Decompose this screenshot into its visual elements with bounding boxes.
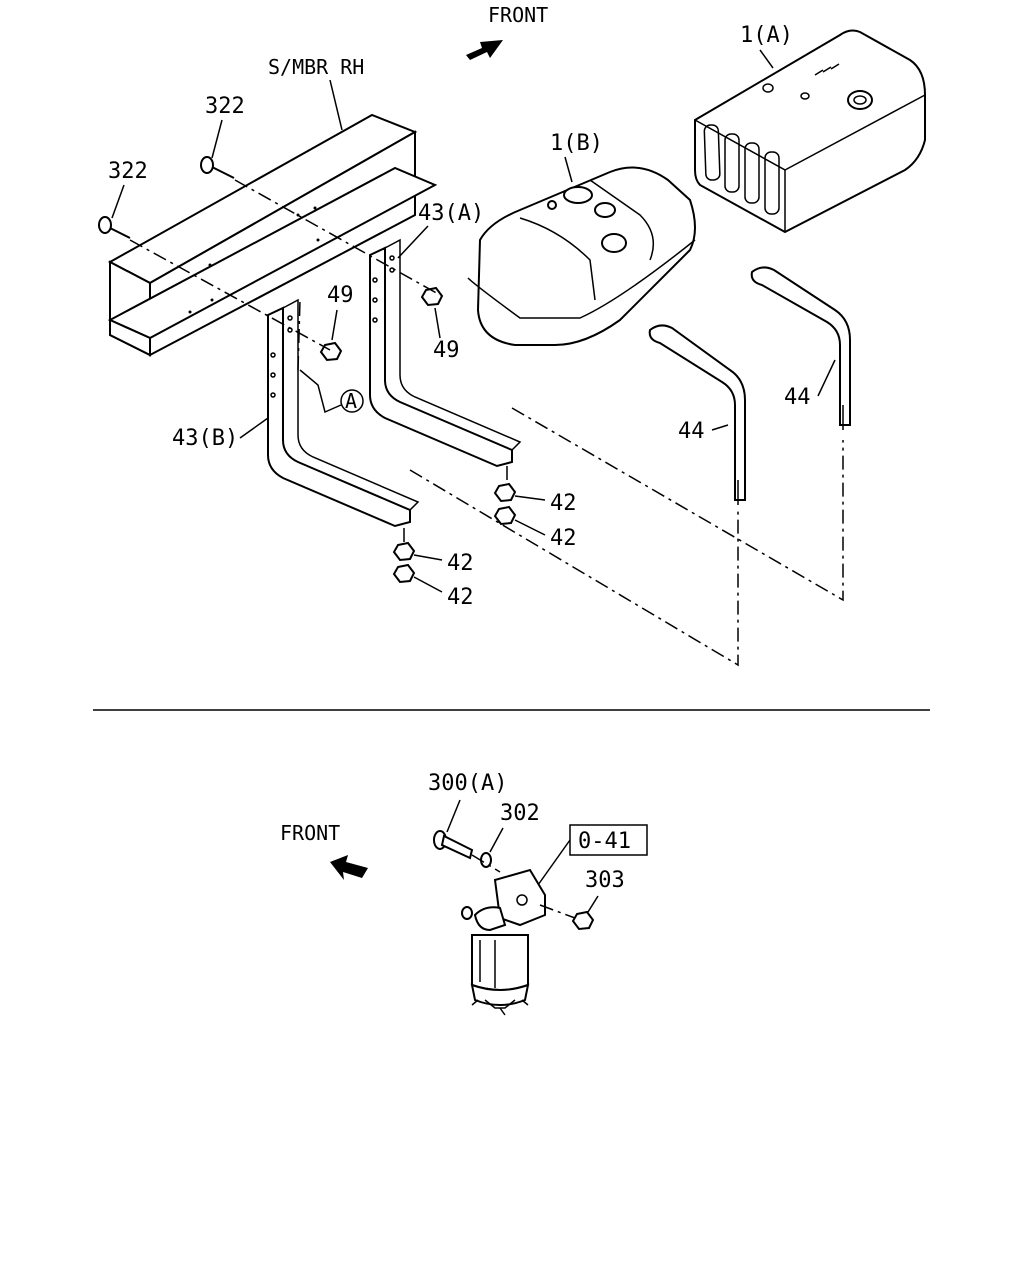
- fuel-tank-1b: 1(B): [467, 131, 696, 346]
- callout-43b: 43(B): [172, 426, 238, 451]
- strap-44-left: 44: [648, 324, 746, 505]
- callout-300a: 300(A): [428, 771, 507, 796]
- bracket-43a: 43(A): [369, 201, 522, 468]
- callout-1a: 1(A): [740, 23, 793, 48]
- callout-49-upper: 49: [433, 338, 460, 363]
- front-arrow-top: FRONT: [466, 3, 548, 60]
- callout-44-right: 44: [784, 385, 811, 410]
- callout-42-2: 42: [550, 526, 577, 551]
- callout-322-lower: 322: [108, 159, 148, 184]
- reference-box-0-41: 0-41: [537, 824, 648, 886]
- callout-43a: 43(A): [418, 201, 484, 226]
- fuel-tank-1a: 1(A): [694, 23, 926, 234]
- frame-side-member: S/MBR RH: [107, 55, 438, 357]
- bolt-322-upper: 322: [200, 94, 245, 179]
- callout-49-lower: 49: [327, 283, 354, 308]
- nut-303: 303: [571, 868, 625, 931]
- bolt-322-lower: 322: [98, 159, 148, 239]
- callout-302: 302: [500, 801, 540, 826]
- strap-44-right: 44: [750, 266, 851, 430]
- fuel-filter-assembly: [461, 868, 546, 1016]
- nut-42-set: 42 42 42 42: [392, 482, 577, 610]
- front-label-top: FRONT: [488, 3, 548, 27]
- callout-1b: 1(B): [550, 131, 603, 156]
- ref-box-label: 0-41: [578, 829, 631, 854]
- callout-44-left: 44: [678, 419, 705, 444]
- bracket-43b: 43(B): [172, 298, 420, 528]
- bolt-300a: 300(A): [428, 771, 507, 860]
- callout-42-4: 42: [447, 585, 474, 610]
- callout-322-upper: 322: [205, 94, 245, 119]
- reference-circle-a: A: [299, 369, 364, 414]
- circle-ref-label: A: [345, 389, 357, 413]
- washer-302: 302: [480, 801, 540, 868]
- assembly-lines-bottom: [471, 854, 576, 919]
- front-arrow-bottom: FRONT: [280, 821, 368, 880]
- frame-label: S/MBR RH: [268, 55, 364, 79]
- assembly-lines-top: [129, 179, 844, 667]
- callout-303: 303: [585, 868, 625, 893]
- nut-49-upper: 49: [420, 286, 460, 363]
- callout-42-3: 42: [447, 551, 474, 576]
- callout-42-1: 42: [550, 491, 577, 516]
- front-label-bottom: FRONT: [280, 821, 340, 845]
